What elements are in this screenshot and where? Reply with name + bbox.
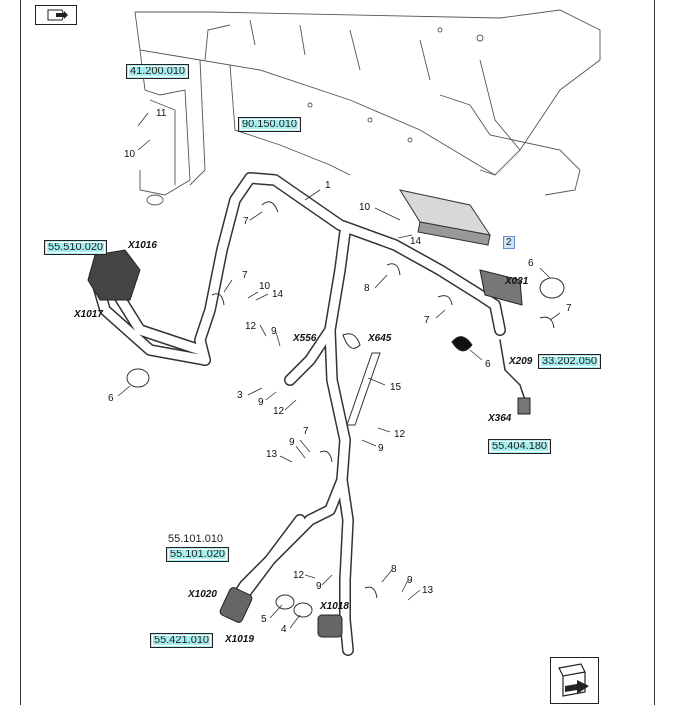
connector-x556: X556 bbox=[293, 333, 317, 344]
ref-55-421-010[interactable]: 55.421.010 bbox=[150, 633, 214, 648]
item-number: 1 bbox=[325, 180, 331, 191]
item-number: 12 bbox=[394, 429, 406, 440]
next-page-icon-graphic bbox=[558, 663, 589, 697]
item-number: 12 bbox=[273, 406, 285, 417]
diagram-frame bbox=[20, 0, 655, 705]
item-number: 12 bbox=[245, 321, 257, 332]
item-number: 7 bbox=[243, 216, 249, 227]
item-number: 10 bbox=[259, 281, 271, 292]
item-number: 9 bbox=[407, 575, 413, 586]
item-number: 7 bbox=[566, 303, 572, 314]
connector-x1020: X1020 bbox=[188, 589, 217, 600]
item-number: 9 bbox=[316, 581, 322, 592]
connector-x645: X645 bbox=[368, 333, 392, 344]
ref-55-404-180[interactable]: 55.404.180 bbox=[488, 439, 552, 454]
item-number: 10 bbox=[124, 149, 136, 160]
connector-x209: X209 bbox=[509, 356, 533, 367]
item-number-highlighted[interactable]: 2 bbox=[503, 236, 515, 249]
ref-55-510-020[interactable]: 55.510.020 bbox=[44, 240, 108, 255]
connector-x1019: X1019 bbox=[225, 634, 254, 645]
previous-page-icon[interactable] bbox=[35, 5, 77, 25]
item-number: 7 bbox=[424, 315, 430, 326]
ref-41-200-010[interactable]: 41.200.010 bbox=[126, 64, 190, 79]
ref-55-101-010: 55.101.010 bbox=[168, 533, 224, 545]
next-page-icon[interactable] bbox=[550, 657, 599, 704]
item-number: 9 bbox=[378, 443, 384, 454]
item-number: 5 bbox=[261, 614, 267, 625]
item-number: 10 bbox=[359, 202, 371, 213]
item-number: 9 bbox=[271, 326, 277, 337]
ref-33-202-050[interactable]: 33.202.050 bbox=[538, 354, 602, 369]
item-number: 6 bbox=[485, 359, 491, 370]
item-number: 12 bbox=[293, 570, 305, 581]
item-number: 13 bbox=[422, 585, 434, 596]
item-number: 9 bbox=[258, 397, 264, 408]
connector-x1017: X1017 bbox=[74, 309, 103, 320]
connector-x031: X031 bbox=[505, 276, 529, 287]
ref-90-150-010[interactable]: 90.150.010 bbox=[238, 117, 302, 132]
item-number: 7 bbox=[242, 270, 248, 281]
item-number: 7 bbox=[303, 426, 309, 437]
connector-x1018: X1018 bbox=[320, 601, 349, 612]
connector-x364: X364 bbox=[488, 413, 512, 424]
item-number: 4 bbox=[281, 624, 287, 635]
item-number: 14 bbox=[410, 236, 422, 247]
item-number: 6 bbox=[108, 393, 114, 404]
connector-x1016: X1016 bbox=[128, 240, 157, 251]
item-number: 13 bbox=[266, 449, 278, 460]
item-number: 15 bbox=[390, 382, 402, 393]
item-number: 8 bbox=[364, 283, 370, 294]
item-number: 6 bbox=[528, 258, 534, 269]
item-number: 14 bbox=[272, 289, 284, 300]
item-number: 8 bbox=[391, 564, 397, 575]
item-number: 11 bbox=[156, 108, 167, 119]
item-number: 3 bbox=[237, 390, 243, 401]
previous-page-icon-graphic bbox=[47, 9, 68, 21]
ref-55-101-020[interactable]: 55.101.020 bbox=[166, 547, 230, 562]
item-number: 9 bbox=[289, 437, 295, 448]
